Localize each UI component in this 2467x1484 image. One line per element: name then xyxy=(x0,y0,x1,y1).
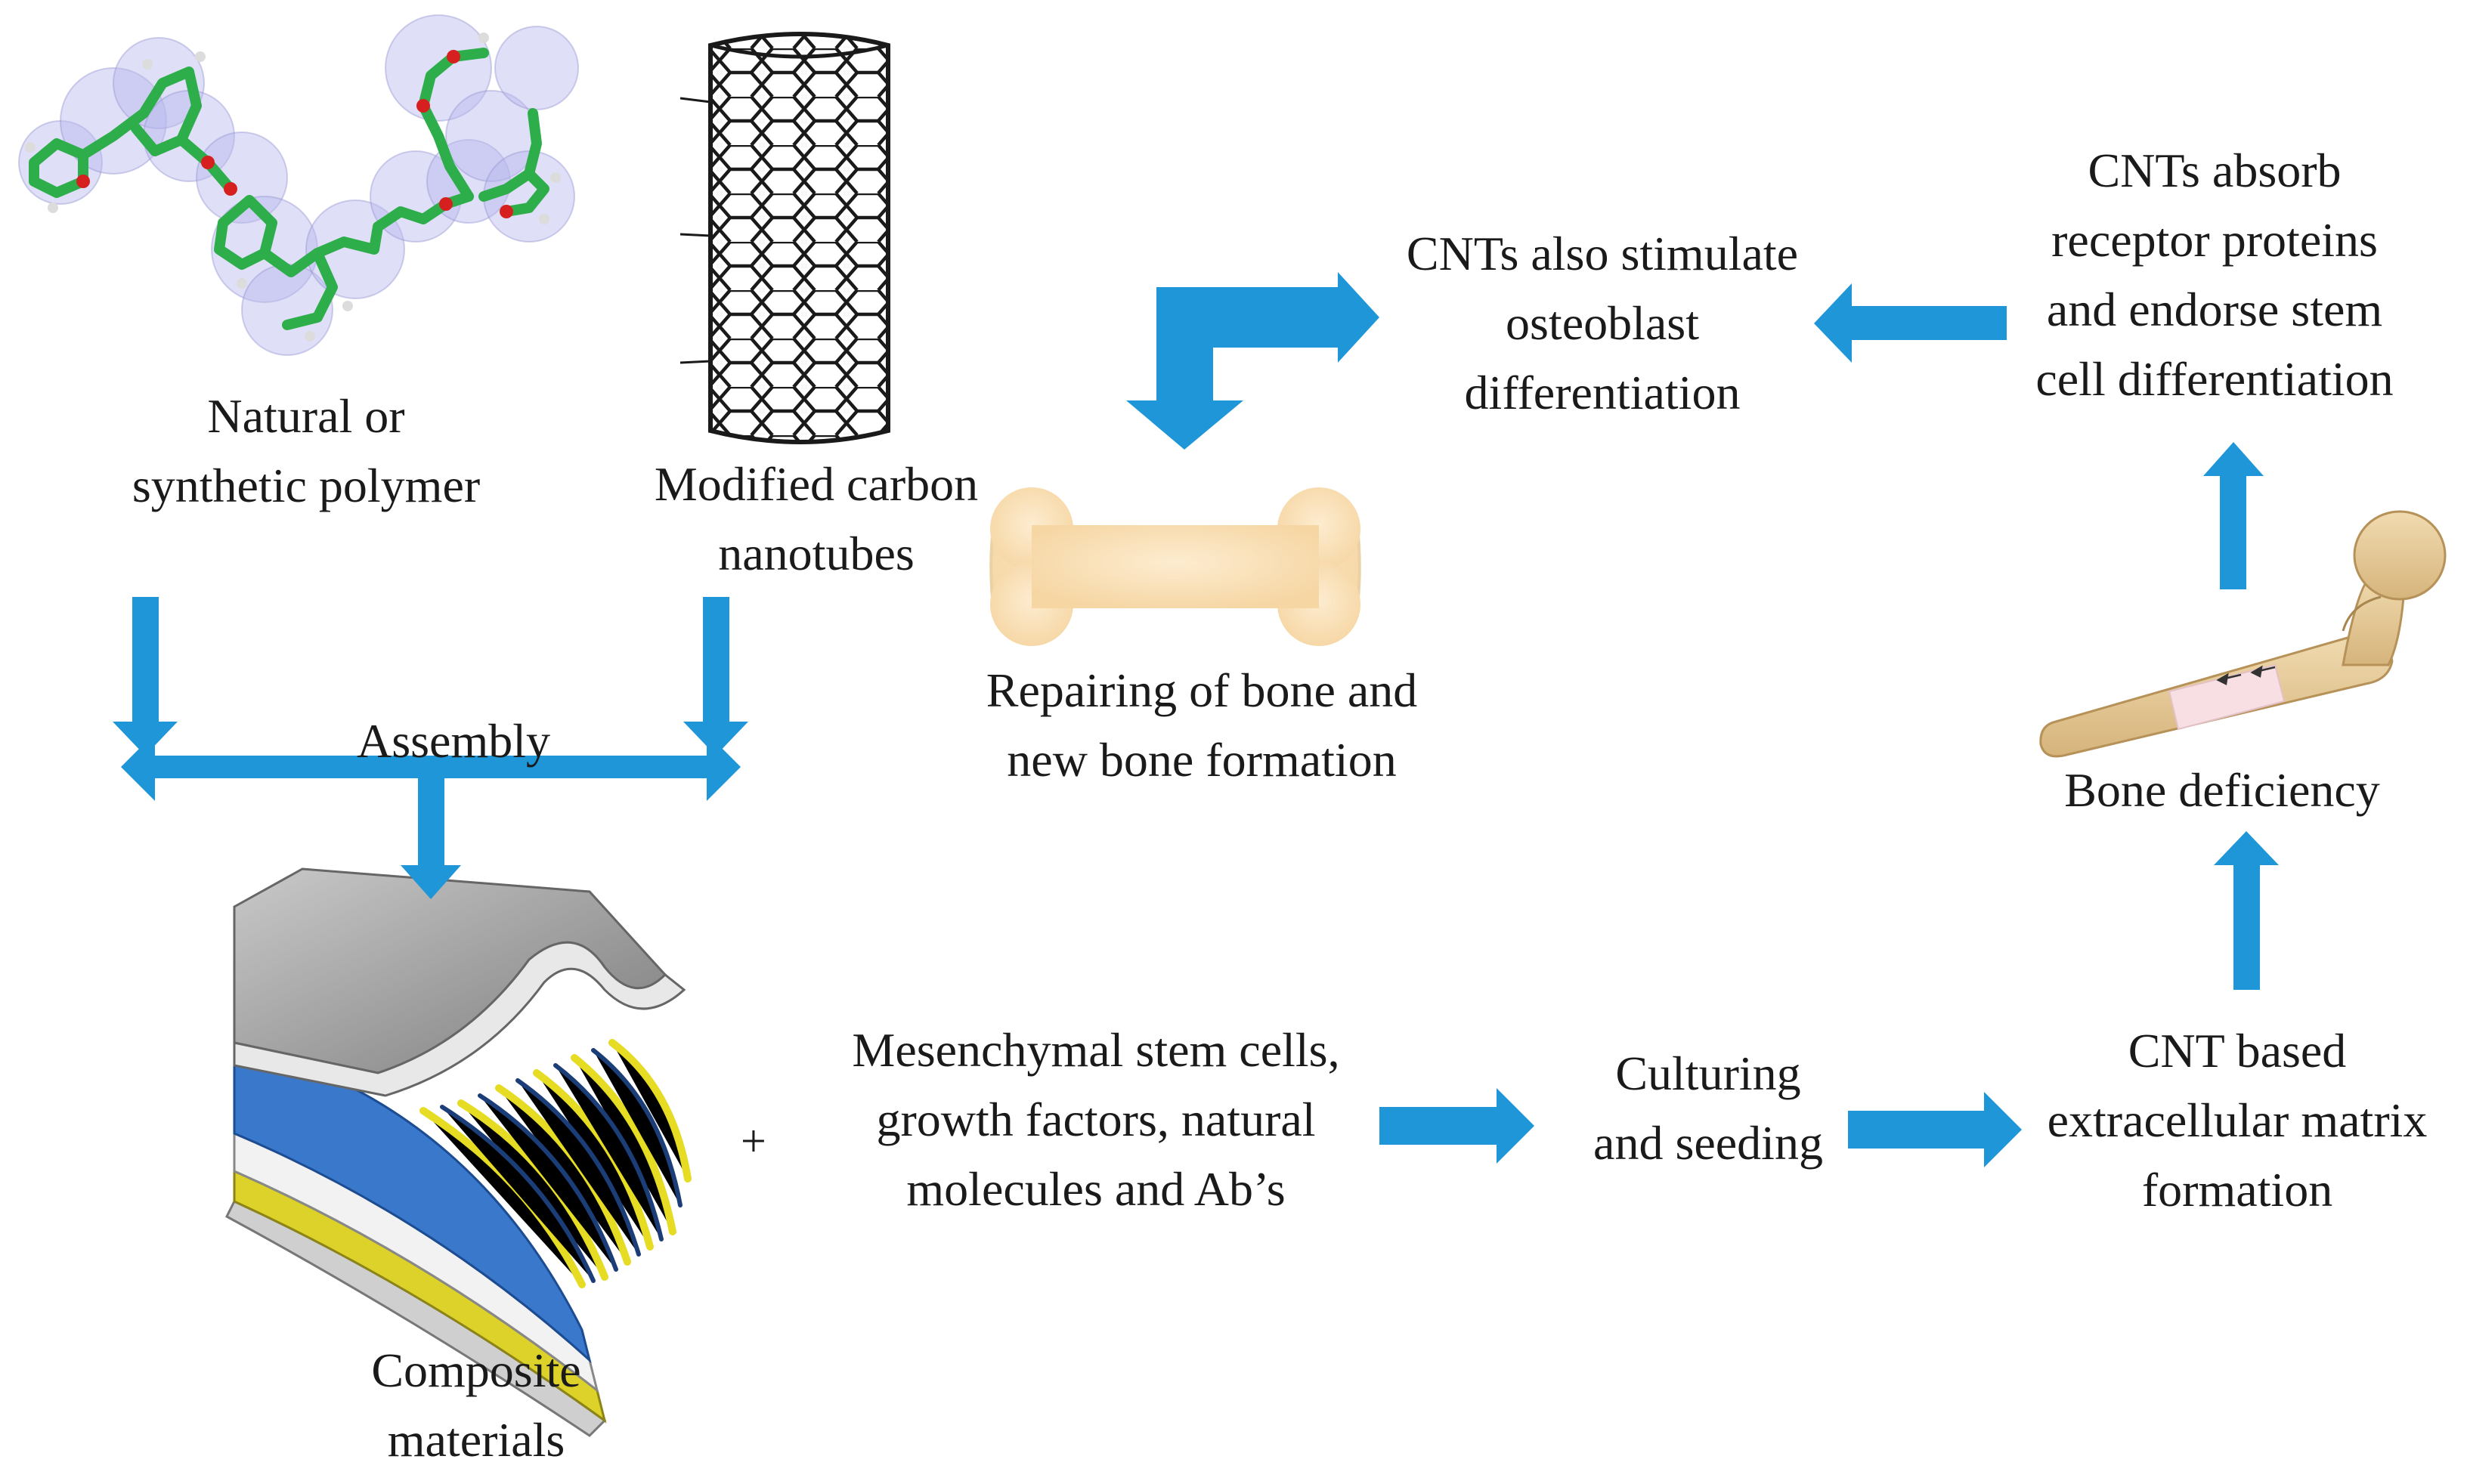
ecm-label-line1: CNT based xyxy=(2128,1024,2347,1077)
absorb-label: CNTs absorb receptor proteins and endors… xyxy=(1995,136,2434,414)
stimulate-label: CNTs also stimulate osteoblast different… xyxy=(1360,219,1844,428)
composite-label: Composite materials xyxy=(317,1336,635,1475)
arrow-to-deficiency xyxy=(2214,831,2279,990)
molecule-image xyxy=(18,14,579,356)
msc-label-line3: molecules and Ab’s xyxy=(906,1162,1286,1216)
nanotube-label-line2: nanotubes xyxy=(718,527,915,580)
arrow-to-ecm xyxy=(1848,1092,2022,1167)
repair-label-line1: Repairing of bone and xyxy=(986,663,1418,717)
arrow-nanotube-down xyxy=(683,597,748,756)
plus-sign: + xyxy=(741,1116,766,1166)
polymer-label-line2: synthetic polymer xyxy=(132,459,481,512)
ecm-label-line2: extracellular matrix xyxy=(2047,1093,2428,1147)
composite-label-line2: materials xyxy=(387,1413,565,1467)
composite-label-line1: Composite xyxy=(371,1343,581,1397)
absorb-label-line2: receptor proteins xyxy=(2051,213,2378,267)
deficiency-label: Bone deficiency xyxy=(2064,763,2380,817)
absorb-label-line1: CNTs absorb xyxy=(2088,144,2342,197)
nanotube-label: Modified carbon nanotubes xyxy=(620,450,1013,589)
msc-label-line1: Mesenchymal stem cells, xyxy=(852,1023,1340,1077)
polymer-label-line1: Natural or xyxy=(207,389,405,443)
repair-label-line2: new bone formation xyxy=(1007,733,1397,787)
culturing-label-line2: and seeding xyxy=(1593,1116,1823,1170)
assembly-label: Assembly xyxy=(357,714,550,768)
stimulate-label-line3: differentiation xyxy=(1464,366,1741,419)
femur-image xyxy=(2039,510,2447,758)
nanotube-image xyxy=(679,32,890,444)
polymer-label: Natural or synthetic polymer xyxy=(72,382,540,521)
arrow-to-culturing xyxy=(1379,1088,1534,1164)
arrow-to-stimulate xyxy=(1814,283,2007,363)
absorb-label-line3: and endorse stem xyxy=(2046,283,2383,336)
ecm-label: CNT based extracellular matrix formation xyxy=(2018,1016,2456,1225)
arrow-assembly-double xyxy=(121,733,741,801)
absorb-label-line4: cell differentiation xyxy=(2035,352,2394,406)
arrow-assembly-down xyxy=(401,778,461,899)
stimulate-label-line1: CNTs also stimulate xyxy=(1406,227,1799,280)
bone-icon xyxy=(989,487,1361,646)
arrow-to-absorb xyxy=(2203,442,2264,589)
culturing-label: Culturing and seeding xyxy=(1557,1039,1859,1178)
ecm-label-line3: formation xyxy=(2141,1163,2333,1217)
composite-material-image xyxy=(225,867,692,1437)
msc-label: Mesenchymal stem cells, growth factors, … xyxy=(801,1016,1391,1224)
stimulate-label-line2: osteoblast xyxy=(1506,296,1699,350)
msc-label-line2: growth factors, natural xyxy=(876,1093,1316,1146)
nanotube-label-line1: Modified carbon xyxy=(654,457,979,511)
culturing-label-line1: Culturing xyxy=(1615,1047,1801,1100)
repair-label: Repairing of bone and new bone formation xyxy=(952,656,1451,795)
arrow-bent-repair xyxy=(1126,272,1379,450)
arrow-polymer-down xyxy=(113,597,178,756)
